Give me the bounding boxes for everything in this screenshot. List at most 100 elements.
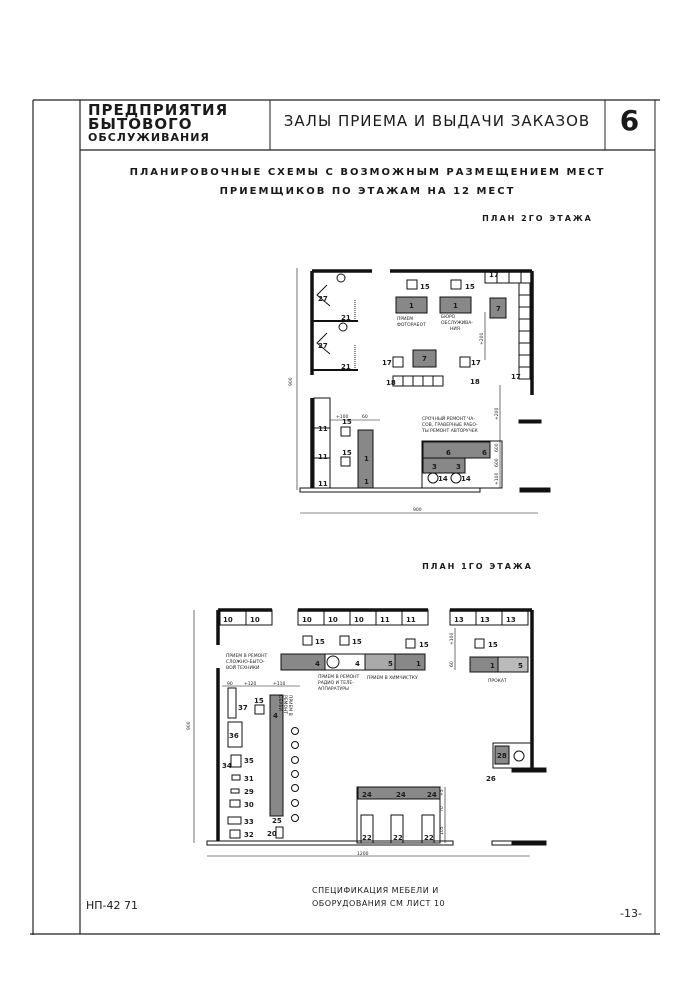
item-number: 24 — [362, 791, 372, 799]
item-number: 14 — [438, 475, 448, 483]
item-number: 17 — [382, 359, 392, 367]
item-number: 1 — [453, 302, 458, 310]
item-number: 31 — [244, 775, 254, 783]
item-number: 10 — [328, 616, 338, 624]
dim: 90 — [227, 681, 233, 687]
item-number: 11 — [380, 616, 390, 624]
item-number: 18 — [386, 379, 396, 387]
item-number: 15 — [254, 697, 264, 705]
label-service-bureau: БЮРО — [441, 314, 456, 320]
item-number: 17 — [471, 359, 481, 367]
item-number: 17 — [511, 373, 521, 381]
dim: 60 — [449, 661, 455, 667]
item-number: 26 — [486, 775, 496, 783]
item-number: 3 — [456, 463, 461, 471]
item-number: 33 — [244, 818, 254, 826]
plan1-width-dim: 1200 — [357, 851, 369, 857]
spec-note-line-1: СПЕЦИФИКАЦИЯ МЕБЕЛИ И — [312, 886, 439, 895]
item-number: 29 — [244, 788, 254, 796]
dim: 70 — [439, 806, 445, 812]
item-number: 27 — [318, 295, 328, 303]
label-complex-appliances: ПРИЕМ В РЕМОНТ — [226, 653, 268, 659]
item-number: 1 — [409, 302, 414, 310]
item-number: 15 — [488, 641, 498, 649]
item-number: 11 — [406, 616, 416, 624]
item-number: 3 — [432, 463, 437, 471]
label-radio-tv: РАДИО И ТЕЛЕ- — [318, 680, 354, 686]
plan2-floor-line — [299, 487, 481, 493]
plan2-height-dim: 900 — [288, 377, 294, 386]
item-number: 34 — [222, 762, 232, 770]
label-complex-appliances: ВОЙ ТЕХНИКИ — [226, 664, 259, 671]
label-radio-tv: ПРИЕМ В РЕМОНТ — [318, 674, 360, 680]
plan1-title: ПЛАН 1ГО ЭТАЖА — [422, 562, 533, 571]
item-number: 7 — [422, 355, 427, 363]
item-number: 6 — [482, 449, 487, 457]
document-code: НП-42 71 — [86, 899, 139, 912]
dim: 105 — [439, 826, 445, 835]
label-reception-photo: ПРИЕМ — [397, 316, 413, 322]
item-number: 4 — [273, 712, 278, 720]
plan2-width-dim: 900 — [413, 507, 422, 513]
label-complex-appliances: СЛОЖНО-БЫТО- — [226, 659, 265, 665]
item-number: 22 — [424, 834, 434, 842]
sheet-number: 6 — [619, 104, 640, 137]
item-number: 21 — [341, 314, 351, 322]
item-number: 25 — [272, 817, 282, 825]
org-line-1: ПРЕДПРИЯТИЯ — [88, 101, 229, 119]
item-number: 11 — [318, 480, 328, 488]
dim: +110 — [273, 681, 285, 687]
item-number: 11 — [318, 425, 328, 433]
item-number: 15 — [342, 449, 352, 457]
item-number: 4 — [315, 660, 320, 668]
item-number: 13 — [506, 616, 516, 624]
dim: +200 — [494, 408, 500, 420]
item-number: 1 — [416, 660, 421, 668]
label-service-bureau: НИЯ — [450, 326, 460, 332]
item-number: 10 — [354, 616, 364, 624]
item-number: 27 — [318, 342, 328, 350]
spec-note-line-2: ОБОРУДОВАНИЯ СМ ЛИСТ 10 — [312, 899, 446, 908]
item-number: 7 — [496, 305, 501, 313]
item-number: 15 — [419, 641, 429, 649]
label-dry-cleaning: ПРИЕМ В ХИМЧИСТКУ — [367, 675, 418, 681]
org-line-3: ОБСЛУЖИВАНИЯ — [88, 131, 210, 144]
dim: +120 — [244, 681, 256, 687]
label-service-bureau: ОБСЛУЖИВА- — [441, 320, 473, 326]
dim: +100 — [449, 633, 455, 645]
item-number: 6 — [446, 449, 451, 457]
item-number: 10 — [250, 616, 260, 624]
item-number: 10 — [223, 616, 233, 624]
item-number: 22 — [393, 834, 403, 842]
item-number: 18 — [470, 378, 480, 386]
label-urgent-repair: СРОЧНЫЙ РЕМОНТ ЧА- — [422, 415, 475, 422]
organization-title: ПРЕДПРИЯТИЯ БЫТОВОГО ОБСЛУЖИВАНИЯ — [88, 103, 268, 145]
dim: 600 — [494, 458, 500, 467]
subtitle-line-2: ПРИЕМЩИКОВ ПО ЭТАЖАМ НА 12 МЕСТ — [219, 186, 516, 197]
item-number: 15 — [420, 283, 430, 291]
org-line-2: БЫТОВОГО — [88, 115, 193, 133]
item-number: 36 — [229, 732, 239, 740]
label-urgent-repair: СОВ, ГРАВЕРНЫЕ РАБО- — [422, 422, 478, 428]
plan1-height-dim: 900 — [186, 721, 192, 730]
item-number: 37 — [238, 704, 248, 712]
item-number: 28 — [497, 752, 507, 760]
item-number: 17 — [489, 271, 499, 279]
label-urgent-repair: ТЫ РЕМОНТ АВТОРУЧЕК — [421, 428, 479, 434]
item-number: 13 — [454, 616, 464, 624]
item-number: 35 — [244, 757, 254, 765]
plan2-title: ПЛАН 2ГО ЭТАЖА — [482, 214, 593, 223]
item-number: 20 — [267, 830, 277, 838]
item-number: 24 — [427, 791, 437, 799]
item-number: 15 — [352, 638, 362, 646]
item-number: 1 — [364, 478, 369, 486]
label-shoe-repair: РЕМОНТ — [282, 695, 288, 714]
label-shoe-repair: ПРИЕМ В — [287, 695, 293, 716]
dim: +100 — [336, 414, 348, 420]
subtitle-line-1: ПЛАНИРОВОЧНЫЕ СХЕМЫ С ВОЗМОЖНЫМ РАЗМЕЩЕН… — [129, 167, 606, 178]
label-reception-photo: ФОТОРАБОТ — [397, 322, 426, 328]
item-number: 13 — [480, 616, 490, 624]
dim: 600 — [494, 443, 500, 452]
